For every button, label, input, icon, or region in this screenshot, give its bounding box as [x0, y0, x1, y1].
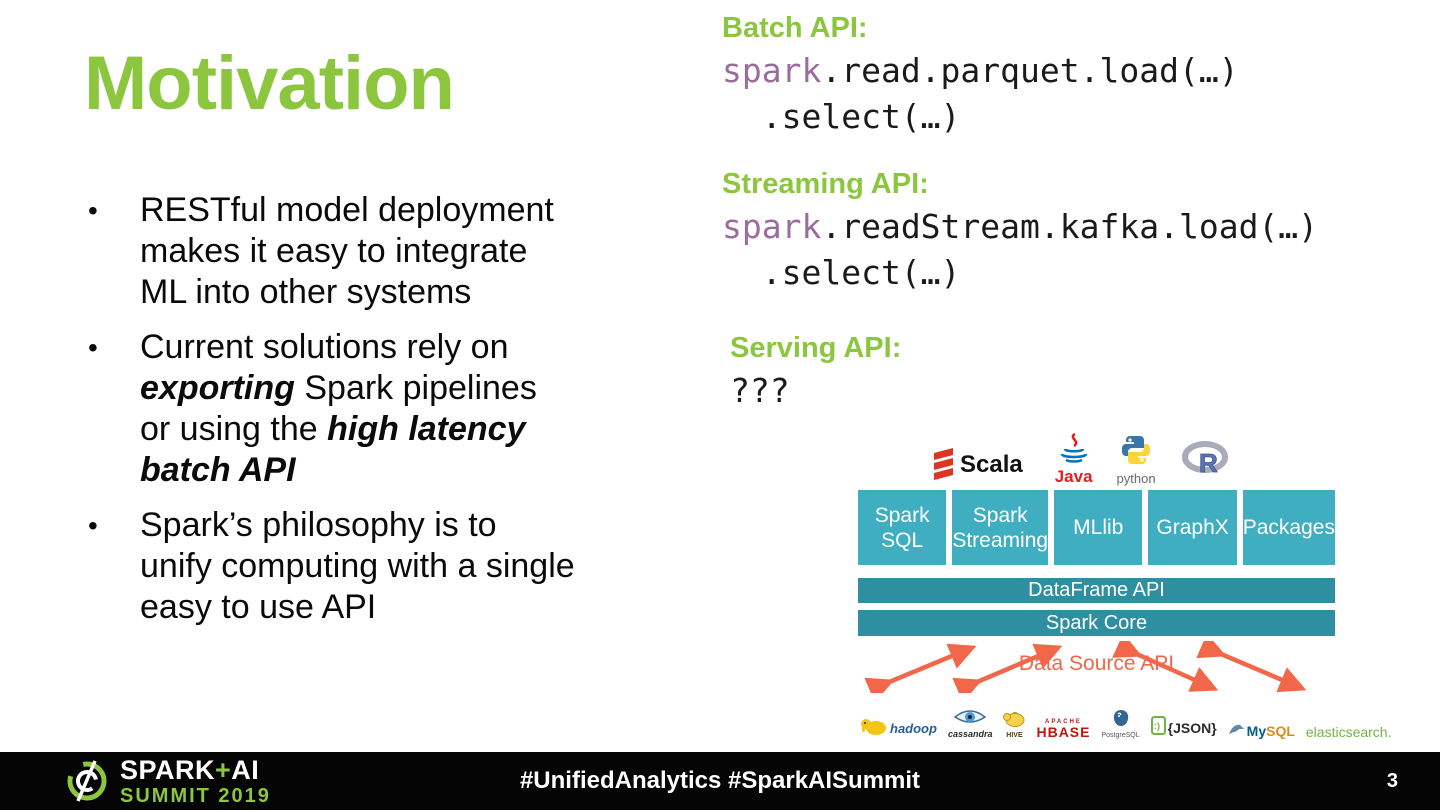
data-source-arrows-icon	[864, 641, 1307, 693]
brand-line1: SPARK+AI	[120, 754, 260, 785]
bullet-item: • Spark’s philosophy is to unify computin…	[84, 505, 724, 628]
code-token: .readStream.kafka.load(…)	[821, 207, 1319, 246]
bullet-marker: •	[88, 510, 98, 541]
bullet-item: • RESTful model deployment makes it easy …	[84, 190, 724, 313]
bullet-segment: RESTful model deployment makes it easy t…	[140, 191, 554, 311]
code-token: .select(…)	[722, 253, 961, 292]
datasource-label: HIVE	[1006, 732, 1023, 739]
api-heading: Batch API:	[722, 12, 868, 44]
spark-summit-mark-icon	[67, 760, 107, 802]
brand-line2: SUMMIT 2019	[120, 784, 271, 807]
data-source-api: Data Source API	[858, 641, 1335, 693]
language-python: python	[1117, 434, 1156, 485]
data-source-api-label: Data Source API	[1018, 652, 1175, 675]
footer-hashtags: #UnifiedAnalytics #SparkAISummit	[519, 767, 921, 794]
svg-text:R: R	[1199, 448, 1218, 477]
component-box: Spark Streaming	[952, 490, 1049, 565]
language-label: Scala	[960, 451, 1023, 478]
java-logo-icon	[1057, 432, 1091, 467]
code-block: ???	[730, 368, 1422, 414]
bullet-segment: Spark’s philosophy is to unify computing…	[140, 506, 575, 626]
language-java: Java	[1054, 432, 1093, 486]
language-label: Java	[1054, 467, 1093, 486]
json-logo-icon: :)	[1150, 716, 1166, 739]
datasource-json: :) {JSON}	[1150, 716, 1217, 739]
component-box: Spark SQL	[858, 490, 947, 565]
datasource-elasticsearch: elasticsearch.	[1306, 725, 1392, 739]
code-block: spark.readStream.kafka.load(…) .select(……	[722, 204, 1422, 296]
r-logo-icon: R	[1181, 441, 1228, 481]
datasource-label: MySQL	[1247, 724, 1295, 738]
datasource-label: HBASE	[1036, 724, 1091, 740]
api-block: Batch API: spark.read.parquet.load(…) .se…	[722, 10, 1422, 140]
code-token: ???	[730, 371, 790, 410]
page-number: 3	[1386, 769, 1398, 792]
language-r: R	[1181, 441, 1228, 481]
datasource-hive: HIVE	[1003, 711, 1025, 739]
datasource-label: {JSON}	[1167, 719, 1217, 736]
postgresql-logo-icon	[1112, 709, 1130, 731]
spark-core-bar: Spark Core	[858, 610, 1335, 636]
svg-text::): :)	[1154, 721, 1160, 731]
bullet-segment: Current solutions rely on	[140, 328, 509, 366]
mysql-logo-icon	[1228, 722, 1246, 739]
python-logo-icon	[1120, 434, 1152, 470]
mysql-sql: SQL	[1266, 722, 1295, 739]
slide-title: Motivation	[84, 41, 455, 126]
code-token: spark	[722, 207, 822, 246]
language-label: python	[1116, 471, 1156, 486]
hadoop-logo-icon	[860, 717, 888, 739]
language-scala: Scala	[932, 445, 1023, 485]
bullet-item: • Current solutions rely on exporting Spa…	[84, 327, 724, 491]
component-box: GraphX	[1148, 490, 1237, 565]
bullet-text: Current solutions rely on exporting Spar…	[140, 327, 537, 491]
mysql-my: My	[1246, 722, 1267, 739]
api-heading: Streaming API:	[722, 168, 929, 200]
datasource-label: hadoop	[890, 720, 937, 736]
api-block: Streaming API: spark.readStream.kafka.loa…	[722, 166, 1422, 296]
bullet-marker: •	[88, 332, 98, 363]
footer-bar: SPARK+AI SUMMIT 2019 #UnifiedAnalytics #…	[0, 752, 1440, 810]
api-block: Serving API:???	[730, 330, 1422, 414]
dataframe-api-bar: DataFrame API	[858, 578, 1335, 603]
bullet-segment: exporting	[140, 369, 295, 407]
summit-logo: SPARK+AI SUMMIT 2019	[64, 754, 271, 807]
datasource-label: cassandra	[947, 729, 993, 739]
cassandra-logo-icon	[953, 709, 987, 728]
code-token: spark	[722, 51, 822, 90]
hive-logo-icon	[1003, 711, 1025, 731]
bullet-text: Spark’s philosophy is to unify computing…	[140, 505, 575, 628]
bullet-segment: high latency batch API	[140, 410, 526, 489]
datasource-hadoop: hadoop	[860, 717, 937, 739]
bullet-marker: •	[88, 195, 98, 226]
code-token: .read.parquet.load(…)	[821, 51, 1239, 90]
datasource-postgresql: PostgreSQL	[1101, 709, 1140, 739]
api-examples: Batch API:spark.read.parquet.load(…) .se…	[722, 10, 1422, 440]
hbase-sub-label: APACHE	[1045, 719, 1082, 725]
api-heading: Serving API:	[730, 332, 902, 364]
brand-text: SPARK+AI SUMMIT 2019	[120, 754, 271, 807]
datasource-mysql: MySQL	[1228, 722, 1295, 739]
component-box: Packages	[1242, 490, 1335, 565]
bullet-segment: Spark pipelines or using the	[140, 369, 537, 448]
bullet-text: RESTful model deployment makes it easy t…	[140, 190, 554, 313]
datasource-label: elasticsearch.	[1305, 724, 1392, 740]
datasource-cassandra: cassandra	[947, 709, 993, 739]
component-box: MLlib	[1054, 490, 1143, 565]
scala-logo-icon	[932, 445, 955, 485]
code-block: spark.read.parquet.load(…) .select(…)	[722, 48, 1422, 140]
bullet-list: • RESTful model deployment makes it easy …	[84, 190, 724, 642]
code-token: .select(…)	[722, 97, 961, 136]
datasource-label: PostgreSQL	[1101, 732, 1140, 739]
